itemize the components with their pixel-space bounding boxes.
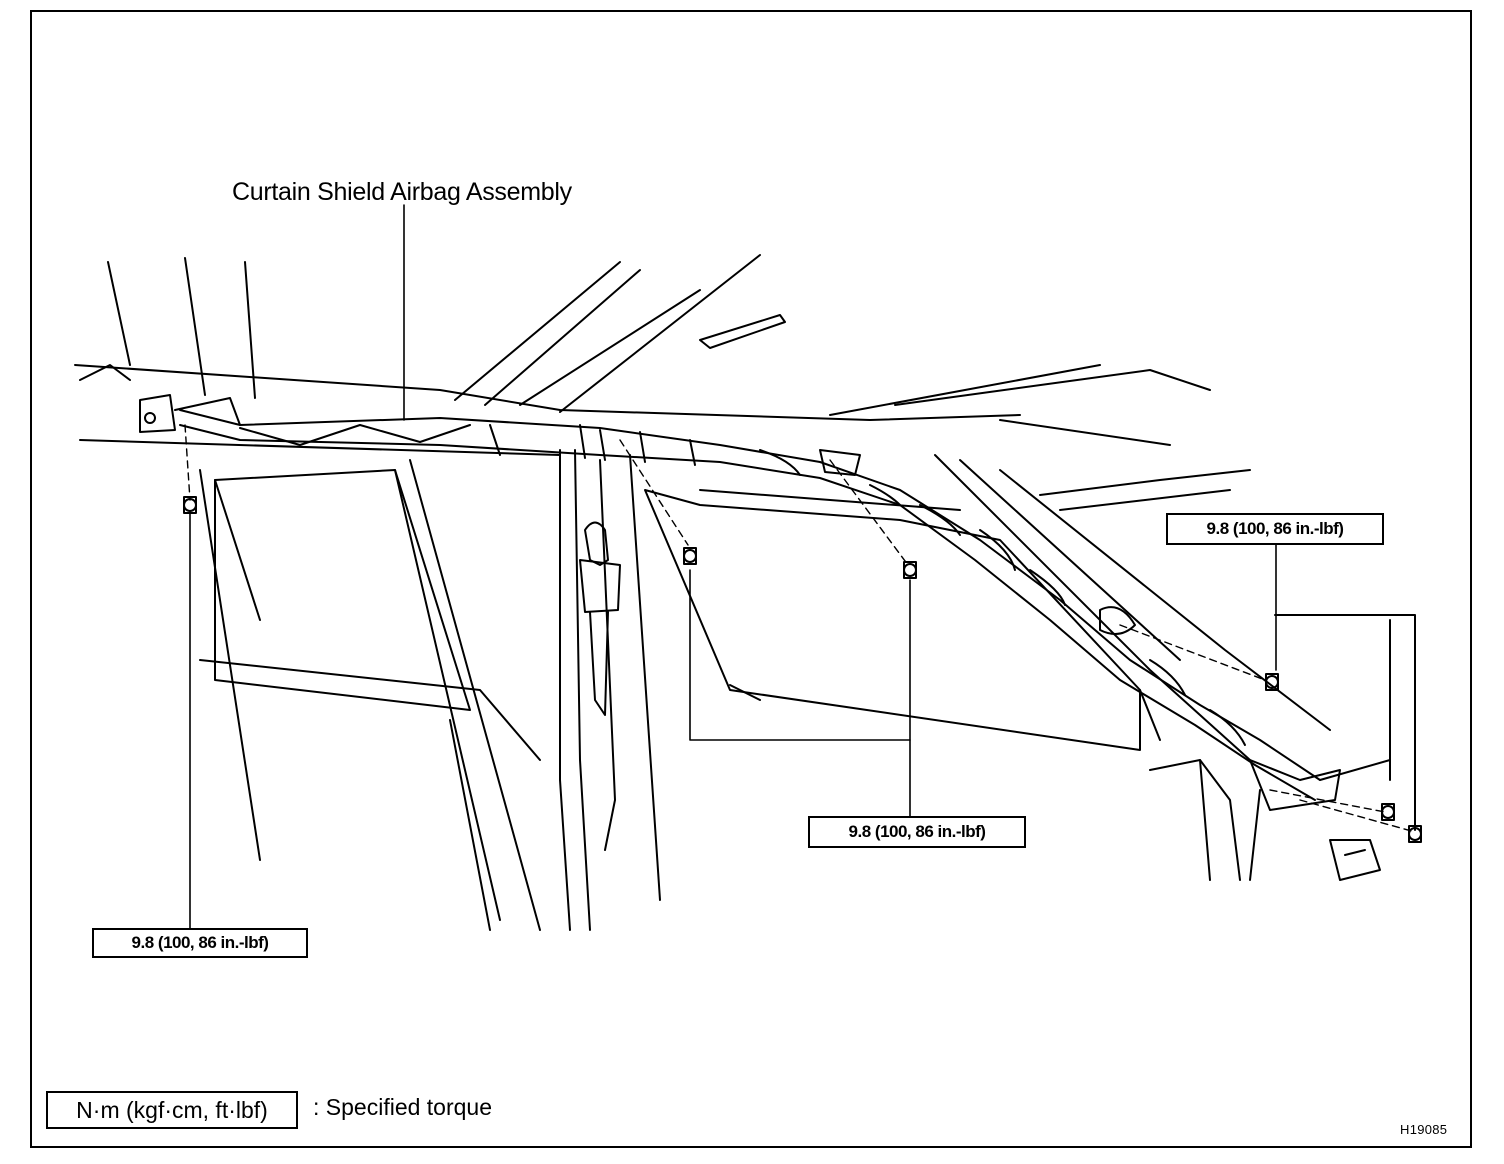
leader-lines xyxy=(189,204,1277,929)
diagram-frame xyxy=(30,10,1472,1148)
torque-unit-legend: N·m (kgf·cm, ft·lbf) xyxy=(46,1091,298,1129)
component-label: Curtain Shield Airbag Assembly xyxy=(232,178,572,206)
bolt-icon xyxy=(903,561,917,579)
curtain-airbag xyxy=(139,394,1341,811)
bolt-icon xyxy=(1408,825,1422,843)
bolt-icon xyxy=(1265,673,1279,691)
front-door-window xyxy=(199,459,541,931)
figure-id: H19085 xyxy=(1400,1122,1448,1137)
center-pillar xyxy=(559,449,661,931)
roof-structure xyxy=(74,254,1331,761)
torque-callout-rear: 9.8 (100, 86 in.-lbf) xyxy=(1166,513,1384,545)
torque-legend-description: : Specified torque xyxy=(313,1094,493,1120)
bolt-icon xyxy=(683,547,697,565)
torque-callout-front: 9.8 (100, 86 in.-lbf) xyxy=(92,928,308,958)
bolt-alignment-lines xyxy=(184,424,1416,833)
torque-callout-center: 9.8 (100, 86 in.-lbf) xyxy=(808,816,1026,848)
rear-door-window xyxy=(644,489,1261,881)
bolt-icon xyxy=(183,496,197,514)
rear-quarter xyxy=(1274,614,1416,881)
bolt-icon xyxy=(1381,803,1395,821)
bolt-icons xyxy=(183,496,1422,843)
